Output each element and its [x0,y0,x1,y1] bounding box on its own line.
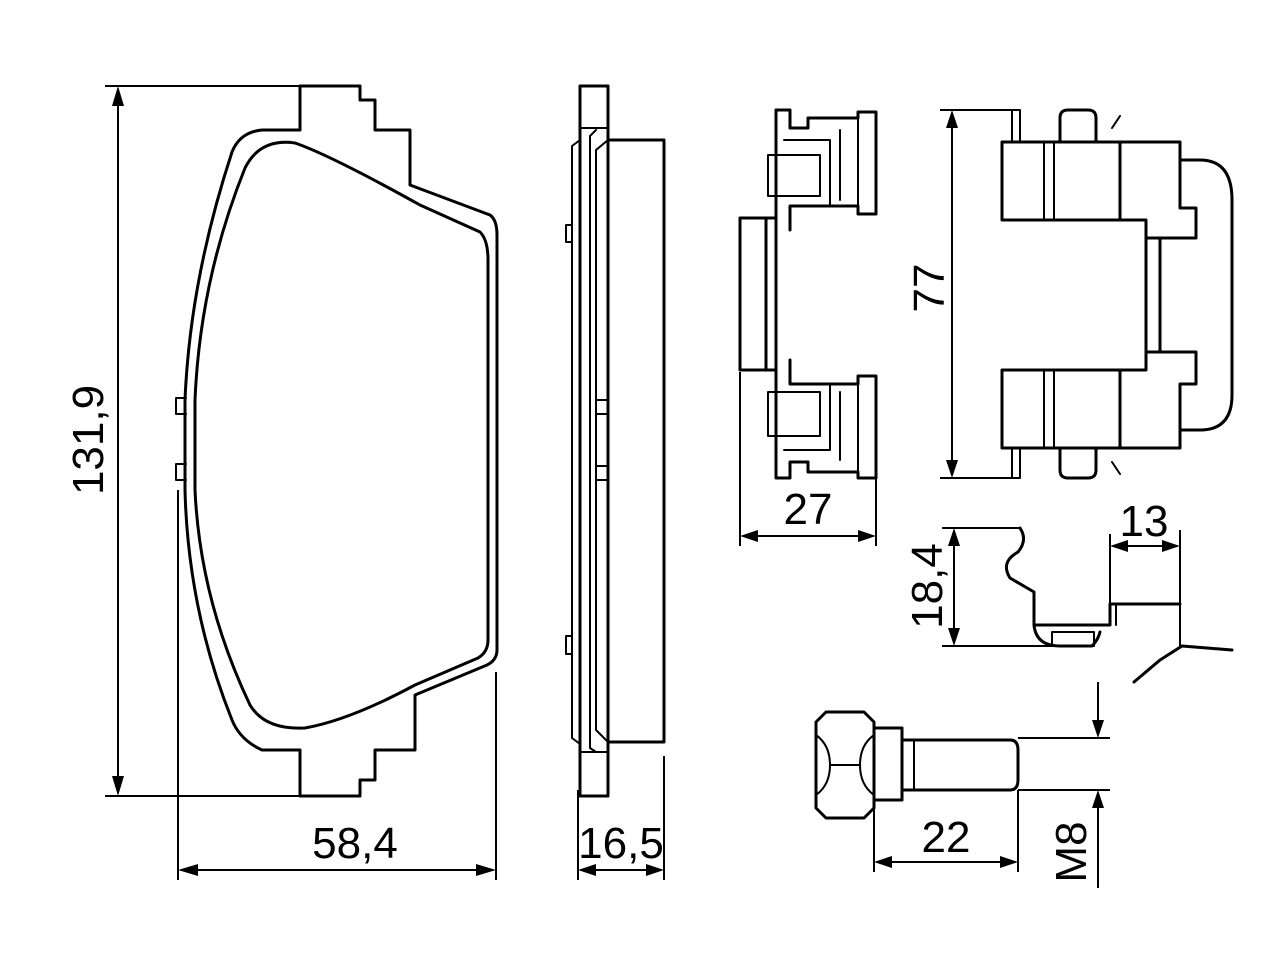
dimension-pad-thickness: 16,5 [577,756,665,880]
clip-side-view [738,108,878,480]
dimension-clip-height: 77 [905,109,1020,479]
clip-profile-detail [1004,526,1234,684]
brake-pad-side-view [565,84,666,798]
pad-height-label: 131,9 [64,385,113,495]
bolt-thread-label: M8 [1047,821,1096,882]
clip-side-width-label: 27 [784,485,833,534]
clip-front-view [1000,108,1234,480]
dimension-pad-height: 131,9 [64,85,300,797]
dimension-clip-side-width: 27 [739,372,877,546]
pad-thickness-label: 16,5 [578,819,664,868]
dimension-pad-width: 58,4 [177,490,497,880]
bolt-length-label: 22 [922,813,971,862]
side-friction-lining [606,138,666,744]
wear-indicator-tab-lower [175,463,187,481]
backing-plate-outline [183,84,499,798]
dimension-bolt-thread: M8 [1018,682,1110,888]
dimension-clip-profile-width: 13 [1109,497,1180,604]
bolt-drawing [814,710,1020,820]
brake-pad-front-view [175,84,499,798]
side-backing-plate [578,84,610,798]
friction-lining-outline [193,140,490,730]
clip-profile-height-label: 18,4 [903,543,952,629]
dimension-clip-profile-height: 18,4 [903,527,1060,647]
pad-width-label: 58,4 [312,819,398,868]
wear-indicator-tab-upper [175,397,187,415]
clip-height-label: 77 [905,264,954,313]
dimension-bolt-length: 22 [873,790,1019,872]
clip-profile-width-label: 13 [1120,497,1169,546]
